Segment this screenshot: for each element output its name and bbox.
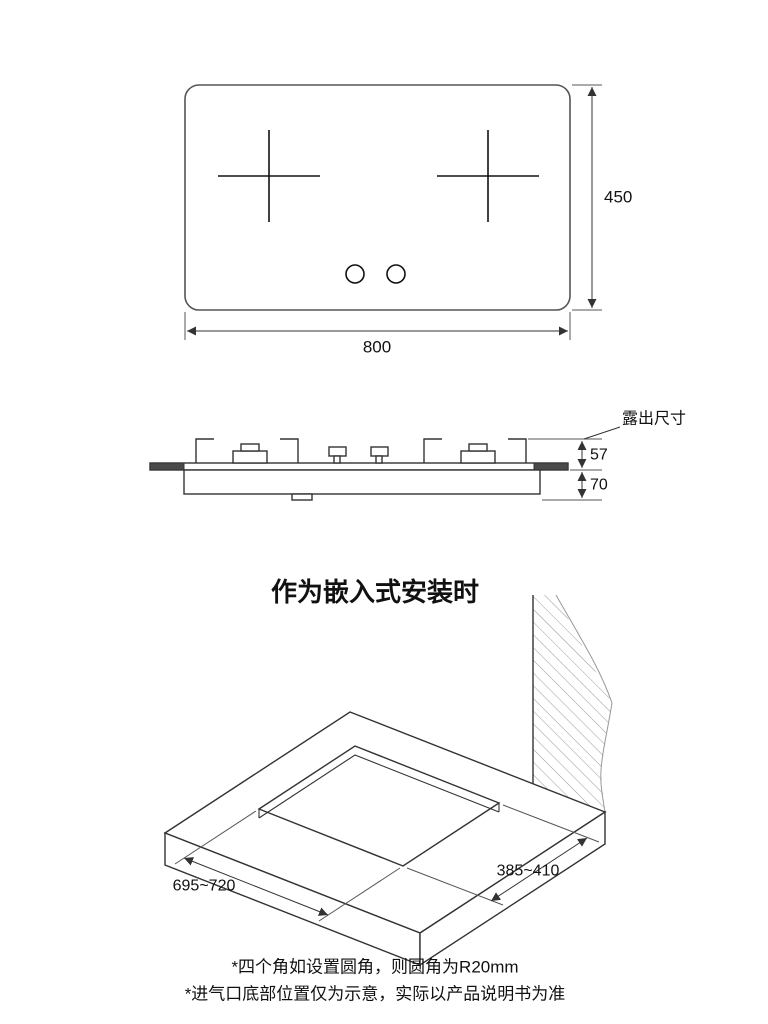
glass-panel-profile: [149, 462, 569, 471]
glass-edge-trim-right: [533, 462, 569, 471]
cutout-opening: [257, 745, 501, 867]
cutout-depth-dimension: 385~410: [406, 804, 600, 906]
gas-inlet-step: [291, 493, 313, 501]
wall-torn-edge: [555, 594, 613, 813]
cutout-width-dimension: 695~720: [173, 810, 401, 922]
burner-profile-right: [423, 438, 527, 464]
wall-hatch-area: [533, 595, 612, 812]
below-counter-dimension-70: 70: [542, 472, 608, 501]
glass-edge-trim-left: [149, 462, 185, 471]
depth-dimension-label: 450: [604, 188, 632, 207]
cutout-width-label: 695~720: [173, 878, 236, 895]
below-counter-label: 70: [590, 477, 608, 494]
exposed-size-callout-label: 露出尺寸: [622, 410, 686, 428]
body-tray-profile: [183, 469, 541, 495]
depth-dimension-450: 450: [572, 84, 632, 311]
callout-leader-line: [583, 426, 621, 440]
installation-view-title: 作为嵌入式安装时: [271, 577, 479, 607]
cutout-depth-label: 385~410: [497, 863, 560, 880]
top-view: 450 800: [184, 84, 632, 357]
footnote-gas-inlet: *进气口底部位置仅为示意，实际以产品说明书为准: [185, 985, 566, 1004]
side-view: 57 70 露出尺寸: [149, 410, 686, 501]
cooktop-panel-outline: [184, 84, 571, 311]
wall-section: [532, 594, 613, 813]
burner-profile-left: [195, 438, 299, 464]
burner-center-cross-left: [218, 130, 320, 222]
installation-view: 作为嵌入式安装时 695~720: [163, 577, 613, 967]
footnote-corner-radius: *四个角如设置圆角，则圆角为R20mm: [231, 958, 518, 977]
footnotes: *四个角如设置圆角，则圆角为R20mm *进气口底部位置仅为示意，实际以产品说明…: [185, 958, 566, 1004]
width-dimension-label: 800: [363, 338, 391, 357]
cutout-inner-lip: [258, 754, 500, 819]
igniter-profile-center: [328, 446, 389, 464]
control-knob-right: [386, 264, 406, 284]
control-knob-left: [345, 264, 365, 284]
exposed-size-callout: 露出尺寸: [583, 410, 686, 440]
width-dimension-800: 800: [184, 312, 571, 357]
exposed-height-dimension-57: 57: [528, 438, 608, 471]
burner-center-cross-right: [437, 130, 539, 222]
exposed-height-label: 57: [590, 447, 608, 464]
